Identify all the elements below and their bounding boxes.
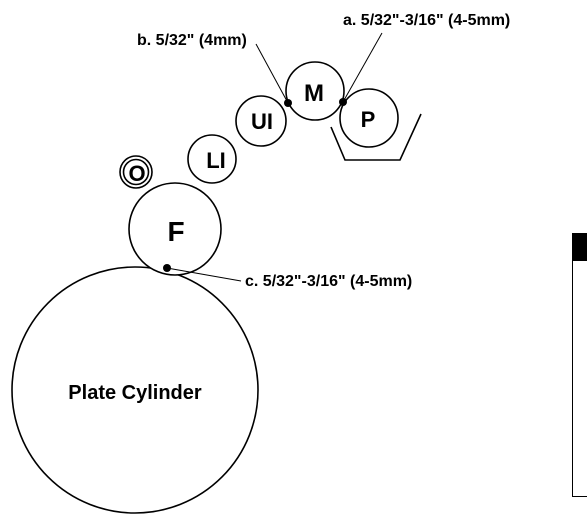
cropped-box-header <box>572 233 587 261</box>
form-roller-f <box>128 182 222 276</box>
upper-intermediate-roller-ui <box>235 95 287 147</box>
plate-cylinder-label: Plate Cylinder <box>68 382 202 404</box>
plate-cylinder <box>11 266 259 514</box>
oscillator-roller-o-inner <box>122 158 150 186</box>
leader-line-a <box>342 32 383 103</box>
lower-intermediate-roller-li <box>187 134 237 184</box>
pan-roller-label: P <box>361 107 376 132</box>
leader-line-b <box>255 43 289 104</box>
ink-pan <box>330 113 422 161</box>
pan-roller-p <box>339 88 399 148</box>
metering-roller-m <box>285 61 345 121</box>
form-roller-label: F <box>167 216 184 247</box>
callout-a-label: a. 5/32"-3/16" (4-5mm) <box>343 12 510 29</box>
metering-roller-label: M <box>304 80 324 107</box>
leader-line-c <box>166 267 242 282</box>
upper-intermediate-roller-label: UI <box>251 109 273 134</box>
callout-b-label: b. 5/32" (4mm) <box>137 32 247 49</box>
oscillator-roller-label: O <box>128 161 145 186</box>
callout-c-label: c. 5/32"-3/16" (4-5mm) <box>245 273 412 290</box>
lower-intermediate-roller-label: LI <box>206 148 226 173</box>
